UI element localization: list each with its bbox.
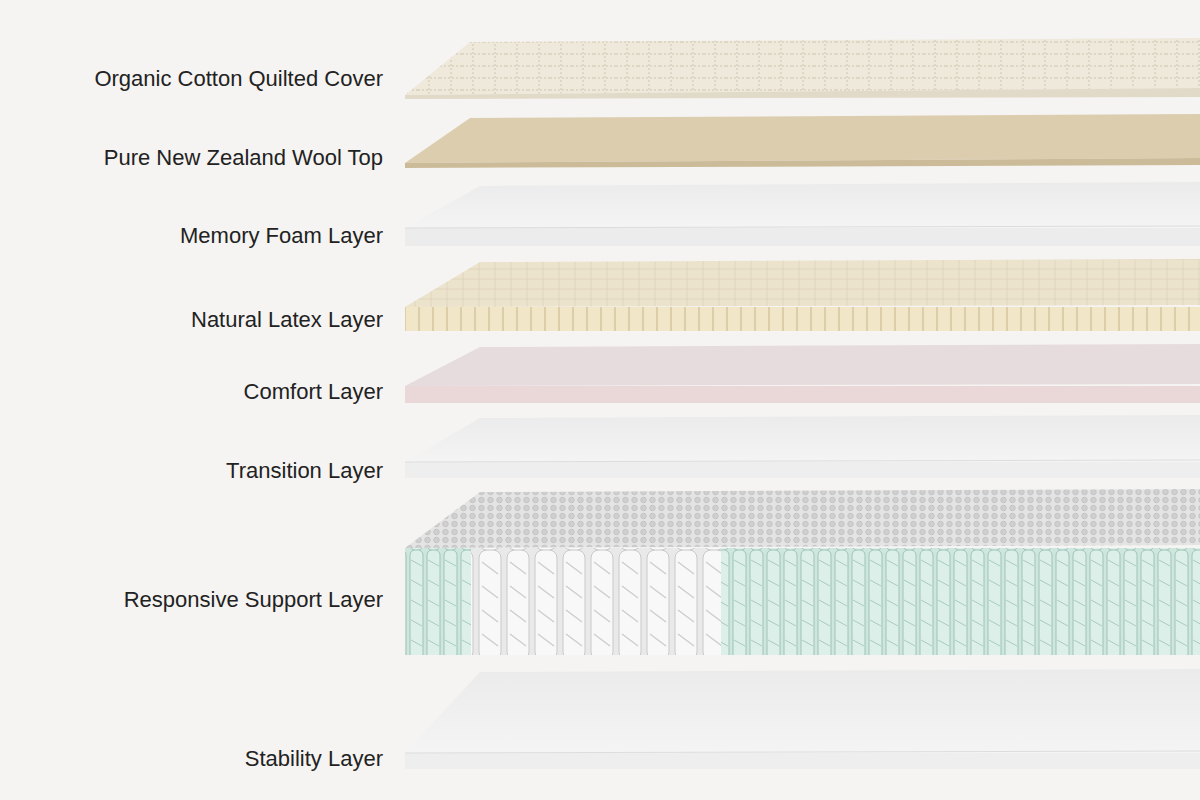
layer-label: Stability Layer — [245, 746, 383, 772]
layer-label: Pure New Zealand Wool Top — [104, 145, 383, 171]
layer-label: Memory Foam Layer — [180, 223, 383, 249]
wool-layer — [405, 114, 1200, 168]
memory-foam-layer — [405, 182, 1200, 246]
layer-label: Natural Latex Layer — [191, 307, 383, 333]
latex-layer — [405, 259, 1200, 331]
transition-layer — [405, 415, 1200, 478]
spring-layer — [405, 489, 1200, 655]
layer-label: Organic Cotton Quilted Cover — [94, 66, 383, 92]
cover-layer — [405, 38, 1200, 99]
layer-label: Comfort Layer — [244, 379, 383, 405]
comfort-layer — [405, 344, 1200, 403]
layer-label: Responsive Support Layer — [124, 587, 383, 613]
stability-layer — [405, 669, 1200, 769]
layer-label: Transition Layer — [226, 458, 383, 484]
